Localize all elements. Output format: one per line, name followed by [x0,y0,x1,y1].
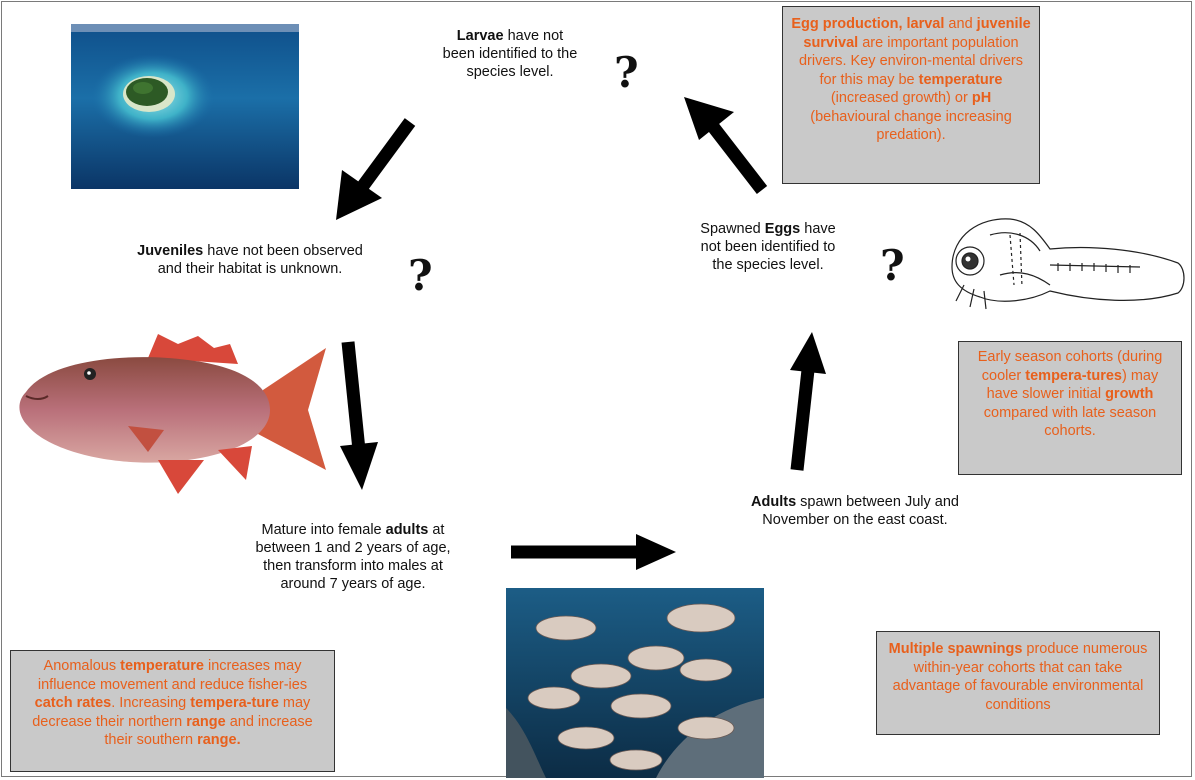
egg-box-bold-1: Egg production, larval [791,16,945,32]
adults-spawn-label: Adults [751,494,797,510]
mature-adults-text: Mature into female adults at between 1 a… [228,521,478,593]
mature-text-line1b: at [428,522,445,538]
juveniles-label: Juveniles [137,243,204,259]
larvae-text-line1: have not [503,28,564,44]
larvae-question-mark: ? [614,48,639,97]
anomalous-box-bold-2: catch rates [34,695,112,711]
eggs-text: Spawned Eggs have not been identified to… [683,220,853,274]
anomalous-box-text-1: Anomalous [43,658,121,674]
early-box-bold-2: growth [1105,386,1154,402]
egg-box-text-4: (behavioural change increasing predation… [810,108,1012,144]
juveniles-question-mark: ? [408,251,433,300]
eggs-label: Eggs [764,221,801,237]
adults-label: adults [385,522,429,538]
multiple-box-bold-1: Multiple spawnings [888,641,1023,657]
juveniles-text-line2: and their habitat is unknown. [157,261,343,277]
early-box-text-1: Early season cohorts (during cooler [977,349,1163,384]
multiple-spawnings-info-box: Multiple spawnings produce numerous with… [876,631,1160,735]
anomalous-box-text-5: and increase their southern [104,713,313,749]
multiple-box-text-1: produce numerous within-year cohorts tha… [892,641,1148,713]
anomalous-box-bold-3: tempera-ture [190,695,279,711]
adults-spawn-line1: spawn between July and [796,494,959,510]
anomalous-box-text-4: may decrease their northern [32,695,311,730]
early-box-text-3: compared with late season cohorts. [983,404,1157,440]
juveniles-text: Juveniles have not been observed and the… [100,242,400,278]
larvae-text: Larvae have not been identified to the s… [420,27,600,81]
adults-spawn-line2: November on the east coast. [762,512,948,528]
juveniles-text-line1: have not been observed [203,243,363,259]
mature-text-line2: between 1 and 2 years of age, [255,540,451,556]
early-box-text-2: ) may have slower initial [986,367,1159,403]
early-box-bold-1: tempera-tures [1025,367,1122,384]
larva-drawing [940,205,1188,313]
eggs-text-line1a: Spawned [700,221,765,237]
school-of-fish-photo [506,588,764,778]
egg-box-text-2: are important population drivers. Key en… [798,34,1024,88]
egg-box-text-3: (increased growth) or [830,90,972,106]
eggs-text-line3: the species level. [712,257,824,273]
eggs-question-mark: ? [880,241,905,290]
mature-text-line1a: Mature into female [261,522,386,538]
island-photo [71,24,299,189]
anomalous-temperature-info-box: Anomalous temperature increases may infl… [10,650,335,772]
mature-text-line3: then transform into males at [263,558,443,574]
eggs-text-line2: not been identified to [700,239,836,255]
anomalous-box-text-2: increases may influence movement and red… [37,658,308,693]
egg-box-bold-4: pH [971,90,992,106]
eggs-text-line1b: have [800,221,836,237]
mature-text-line4: around 7 years of age. [280,576,426,592]
emperor-fish-photo [8,330,330,498]
early-season-info-box: Early season cohorts (during cooler temp… [958,341,1182,475]
anomalous-box-text-3: . Increasing [111,695,191,711]
anomalous-box-bold-5: range. [197,732,241,748]
larvae-text-line2: been identified to the [442,46,578,62]
egg-box-text-1: and [944,16,973,32]
anomalous-box-bold-4: range [186,713,226,730]
egg-box-bold-3: temperature [918,71,1003,88]
egg-box-bold-2: juvenile survival [803,16,1031,51]
egg-production-info-box: Egg production, larval and juvenile surv… [782,6,1040,184]
larvae-text-line3: species level. [466,64,554,80]
larvae-label: Larvae [456,28,504,44]
adults-spawn-text: Adults spawn between July and November o… [730,493,980,529]
anomalous-box-bold-1: temperature [120,658,204,674]
